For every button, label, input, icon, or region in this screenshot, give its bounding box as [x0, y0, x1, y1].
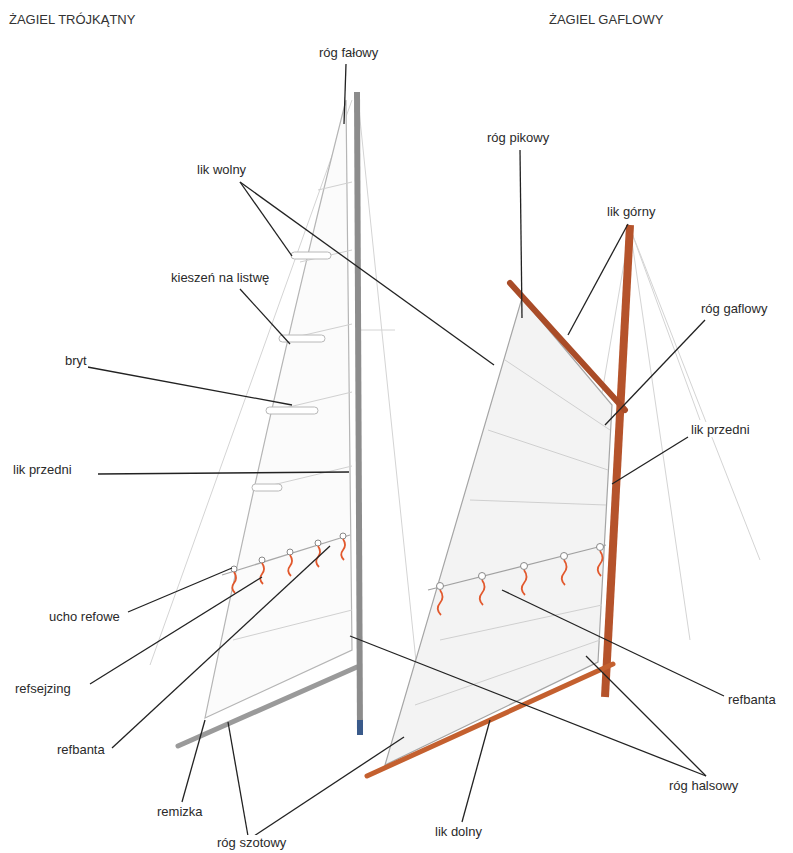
part-label: kieszeń na listwę	[170, 270, 270, 285]
mast-step	[357, 720, 363, 735]
part-label: bryt	[64, 353, 88, 368]
part-label: ucho refowe	[48, 609, 121, 624]
triangular-sail	[205, 100, 352, 718]
part-label: róg szotowy	[216, 835, 287, 850]
boom	[178, 667, 357, 746]
part-label: róg pikowy	[486, 130, 550, 145]
part-label: lik górny	[606, 204, 656, 219]
sail-heading: ŻAGIEL TRÓJKĄTNY	[8, 12, 136, 27]
leader-lines	[82, 64, 724, 836]
part-label: remizka	[156, 804, 204, 819]
part-label: lik przedni	[12, 462, 73, 477]
sail-heading: ŻAGIEL GAFLOWY	[548, 12, 664, 27]
gaff	[510, 283, 625, 410]
part-label: lik dolny	[434, 824, 483, 839]
part-label: róg fałowy	[318, 45, 379, 60]
part-label: róg gaflowy	[700, 301, 768, 316]
part-label: refbanta	[727, 692, 777, 707]
mast	[605, 225, 630, 697]
part-label: lik przedni	[690, 422, 751, 437]
part-label: lik wolny	[196, 162, 247, 177]
part-label: róg halsowy	[668, 778, 739, 793]
part-label: refbanta	[56, 742, 106, 757]
part-label: refsejzing	[14, 681, 72, 696]
